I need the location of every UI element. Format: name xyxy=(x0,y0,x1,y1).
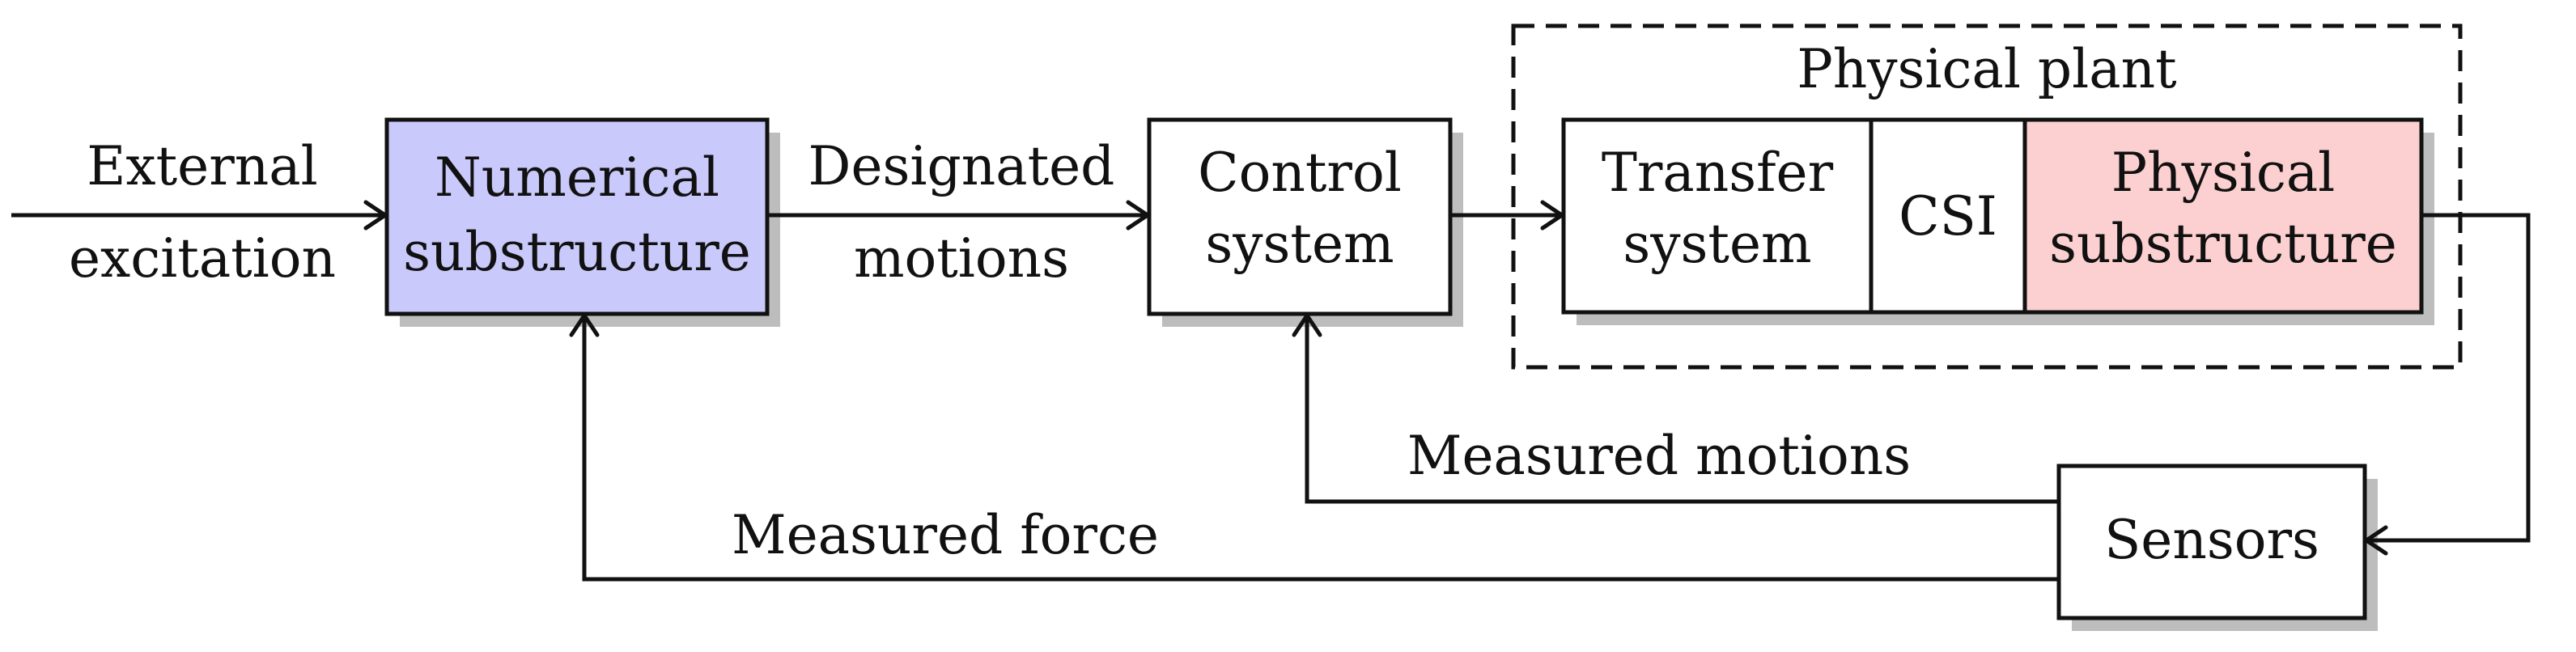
numerical-substructure-label-2: substructure xyxy=(403,221,751,283)
measured-motions-arrow xyxy=(1305,315,2059,504)
physical-substructure-label-1: Physical xyxy=(2111,142,2336,204)
sensors-block xyxy=(2056,464,2367,620)
sensors-label: Sensors xyxy=(2104,509,2319,571)
arrowhead-6 xyxy=(569,313,600,337)
plant-to-sensors-arrow xyxy=(2366,213,2531,543)
physical-substructure-block xyxy=(2022,117,2424,315)
transfer-system-label-1: Transfer xyxy=(1602,142,1834,204)
designated-motions-label-1: Designated xyxy=(808,135,1115,197)
arrowhead-5 xyxy=(1292,313,1322,337)
transfer-system-label-2: system xyxy=(1623,213,1811,275)
numerical-substructure-block xyxy=(384,117,770,316)
physical-plant-label: Physical plant xyxy=(1797,38,2176,100)
arrowhead-3 xyxy=(1540,200,1564,231)
transfer-system-block xyxy=(1561,117,1874,315)
designated-motions-label-2: motions xyxy=(854,227,1069,290)
external-excitation-label-1: External xyxy=(87,135,318,197)
measured-force-label: Measured force xyxy=(732,504,1159,566)
csi-block xyxy=(1869,117,2027,315)
csi-label: CSI xyxy=(1899,185,1997,248)
numerical-substructure-label-1: Numerical xyxy=(435,146,719,209)
control-system-label-1: Control xyxy=(1198,142,1402,204)
external-excitation-label-2: excitation xyxy=(69,227,336,290)
control-system-label-2: system xyxy=(1205,213,1394,275)
measured-force-arrow xyxy=(582,315,2059,582)
physical-plant-group xyxy=(1511,23,2463,370)
arrowhead-4 xyxy=(2364,525,2388,556)
arrowhead-2 xyxy=(1126,200,1150,231)
arrowhead-1 xyxy=(363,200,388,231)
physical-substructure-label-2: substructure xyxy=(2049,213,2397,275)
control-system-block xyxy=(1147,117,1453,316)
measured-motions-label: Measured motions xyxy=(1407,425,1911,487)
